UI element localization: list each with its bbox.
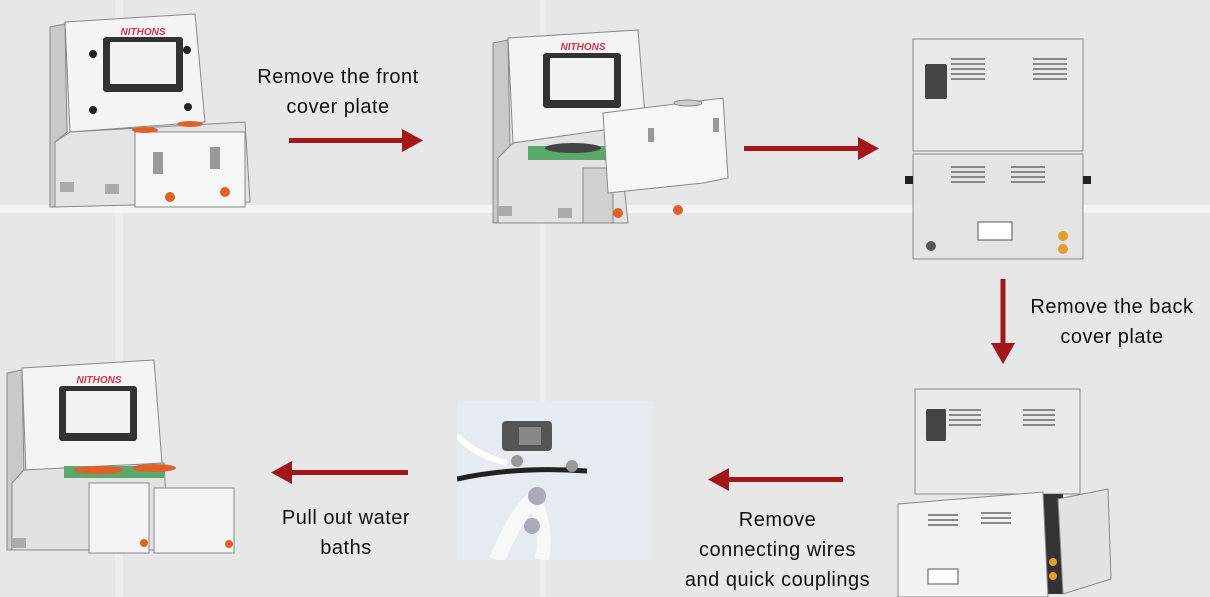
brand-logo: NITHONS (121, 27, 166, 38)
label-line: Remove (738, 509, 817, 531)
machine-assembled-front: NITHONS (49, 13, 251, 208)
couplings-photo (457, 401, 654, 560)
step-label-front-cover: Remove the front cover plate (238, 62, 438, 122)
label-line: Remove the front (257, 66, 419, 88)
label-line: cover plate (1060, 326, 1164, 348)
step-label-water-baths: Pull out water baths (246, 503, 446, 563)
machine-water-baths-out: NITHONS (6, 359, 235, 554)
machine-front-cover-removed: NITHONS (492, 29, 729, 224)
arrow-right-icon (744, 137, 879, 160)
arrow-right-icon (289, 129, 423, 152)
label-line: Remove the back (1030, 296, 1194, 318)
background-stripe (540, 0, 546, 597)
svg-text:NITHONS: NITHONS (561, 42, 606, 53)
label-line: cover plate (286, 96, 390, 118)
arrow-left-icon (708, 468, 843, 491)
arrow-down-icon (991, 279, 1015, 364)
step-label-back-cover: Remove the back cover plate (1012, 292, 1210, 352)
label-line: baths (320, 537, 372, 559)
label-line: connecting wires (699, 539, 856, 561)
svg-text:NITHONS: NITHONS (77, 375, 122, 386)
background-stripe (115, 0, 123, 597)
machine-back-cover-removed (897, 388, 1112, 597)
label-line: and quick couplings (684, 569, 871, 591)
machine-back-view (905, 38, 1091, 260)
step-label-connecting-wires: Remove connecting wires and quick coupli… (660, 505, 895, 595)
label-line: Pull out water (281, 507, 411, 529)
arrow-left-icon (271, 461, 408, 484)
